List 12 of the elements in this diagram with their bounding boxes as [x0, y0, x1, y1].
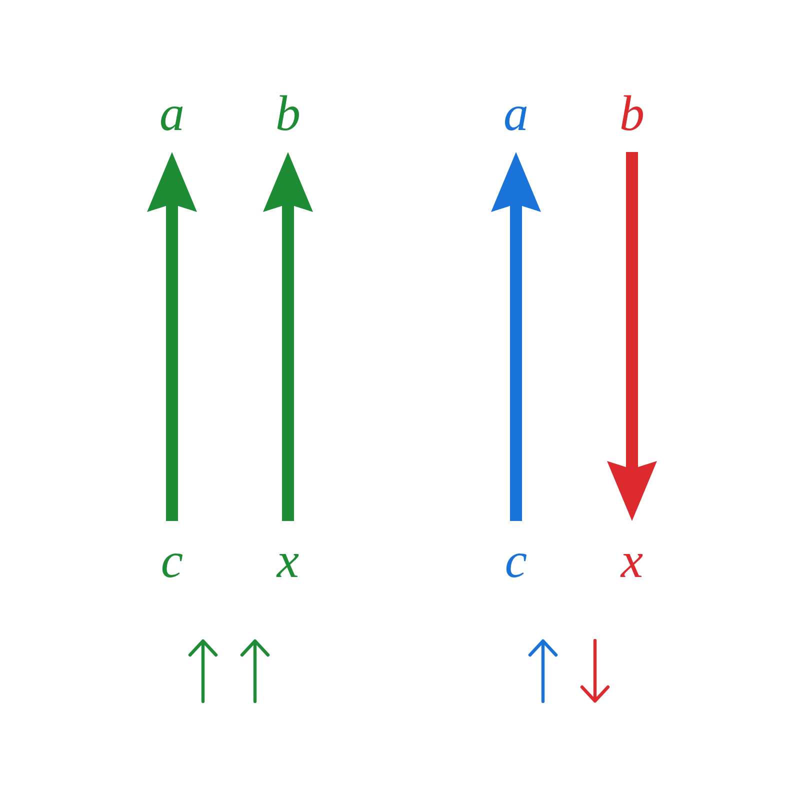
point-label: x	[618, 535, 646, 585]
point-label: a	[158, 88, 186, 138]
arrow	[263, 152, 313, 521]
point-label: c	[502, 535, 530, 585]
point-label: c	[158, 535, 186, 585]
point-label: b	[274, 88, 302, 138]
point-label: x	[274, 535, 302, 585]
point-label: b	[618, 88, 646, 138]
point-label: a	[502, 88, 530, 138]
arrow	[147, 152, 197, 521]
arrow	[607, 152, 657, 521]
arrow	[491, 152, 541, 521]
